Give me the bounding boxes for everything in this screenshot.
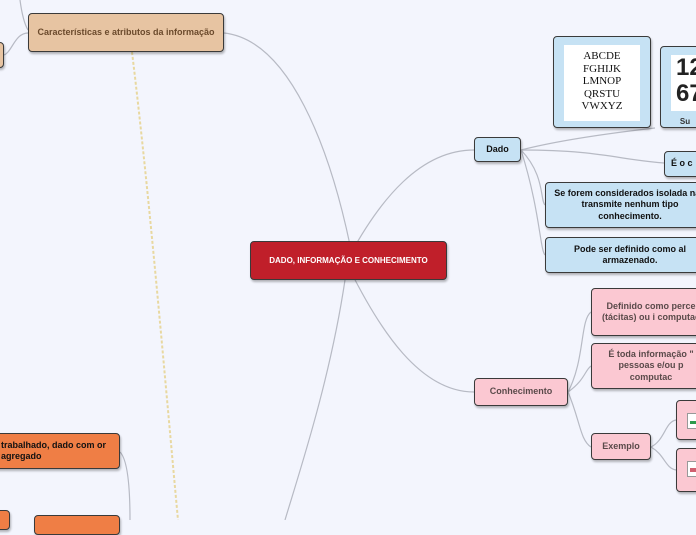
dado-child-1-label: É o c (671, 158, 693, 169)
connector-lines (3, 0, 677, 520)
numbers-caption: Su (679, 117, 691, 126)
conhecimento-child-1[interactable]: Definido como perce (tácitas) ou i compu… (591, 288, 696, 336)
numbers-image: 12 67 (671, 55, 696, 111)
dado-child-3-label: Pode ser definido como al armazenado. (573, 243, 687, 265)
topic-informacao-partial-label: trabalhado, dado com or agregado (1, 439, 107, 461)
letters-row: QRSTU (583, 87, 621, 100)
topic-bottom-left-edge[interactable] (0, 510, 10, 530)
central-topic-label: DADO, INFORMAÇÃO E CONHECIMENTO (269, 255, 428, 265)
exemplo-spreadsheet-card[interactable] (676, 400, 696, 440)
letters-image-card[interactable]: ABCDE FGHIJK LMNOP QRSTU VWXYZ (553, 36, 651, 128)
exemplo-chart-card[interactable] (676, 448, 696, 492)
topic-informacao-partial[interactable]: trabalhado, dado com or agregado (0, 433, 120, 469)
topic-exemplo-label: Exemplo (602, 440, 640, 451)
topic-caracteristicas[interactable]: Características e atributos da informaçã… (28, 13, 224, 52)
letters-row: FGHIJK (583, 62, 621, 75)
numbers-row: 67 (676, 80, 696, 107)
topic-conhecimento[interactable]: Conhecimento (474, 378, 568, 406)
numbers-row: 12 (676, 55, 696, 81)
topic-caracteristicas-label: Características e atributos da informaçã… (37, 26, 215, 37)
topic-exemplo[interactable]: Exemplo (591, 433, 651, 460)
central-topic[interactable]: DADO, INFORMAÇÃO E CONHECIMENTO (250, 241, 447, 280)
topic-dado-label: Dado (486, 143, 509, 154)
alphabet-image: ABCDE FGHIJK LMNOP QRSTU VWXYZ (564, 45, 640, 121)
chart-icon (687, 461, 696, 477)
conhecimento-child-2[interactable]: É toda informação " pessoas e/ou p compu… (591, 343, 696, 389)
letters-row: VWXYZ (581, 100, 623, 112)
conhecimento-child-2-label: É toda informação " pessoas e/ou p compu… (608, 349, 694, 382)
numbers-image-card[interactable]: 12 67 Su (660, 46, 696, 128)
dado-child-2-label: Se forem considerados isolada não transm… (554, 188, 696, 221)
topic-conhecimento-label: Conhecimento (489, 386, 553, 397)
spreadsheet-icon (687, 413, 696, 429)
letters-row: LMNOP (582, 75, 622, 87)
conhecimento-child-1-label: Definido como perce (tácitas) ou i compu… (601, 300, 696, 322)
letters-row: ABCDE (583, 50, 621, 62)
topic-bottom-center[interactable] (34, 515, 120, 535)
topic-left-edge[interactable] (0, 42, 4, 68)
dado-child-3[interactable]: Pode ser definido como al armazenado. (545, 237, 696, 273)
dado-child-2[interactable]: Se forem considerados isolada não transm… (545, 182, 696, 228)
topic-dado[interactable]: Dado (474, 137, 521, 162)
dado-child-1[interactable]: É o c (664, 151, 696, 177)
